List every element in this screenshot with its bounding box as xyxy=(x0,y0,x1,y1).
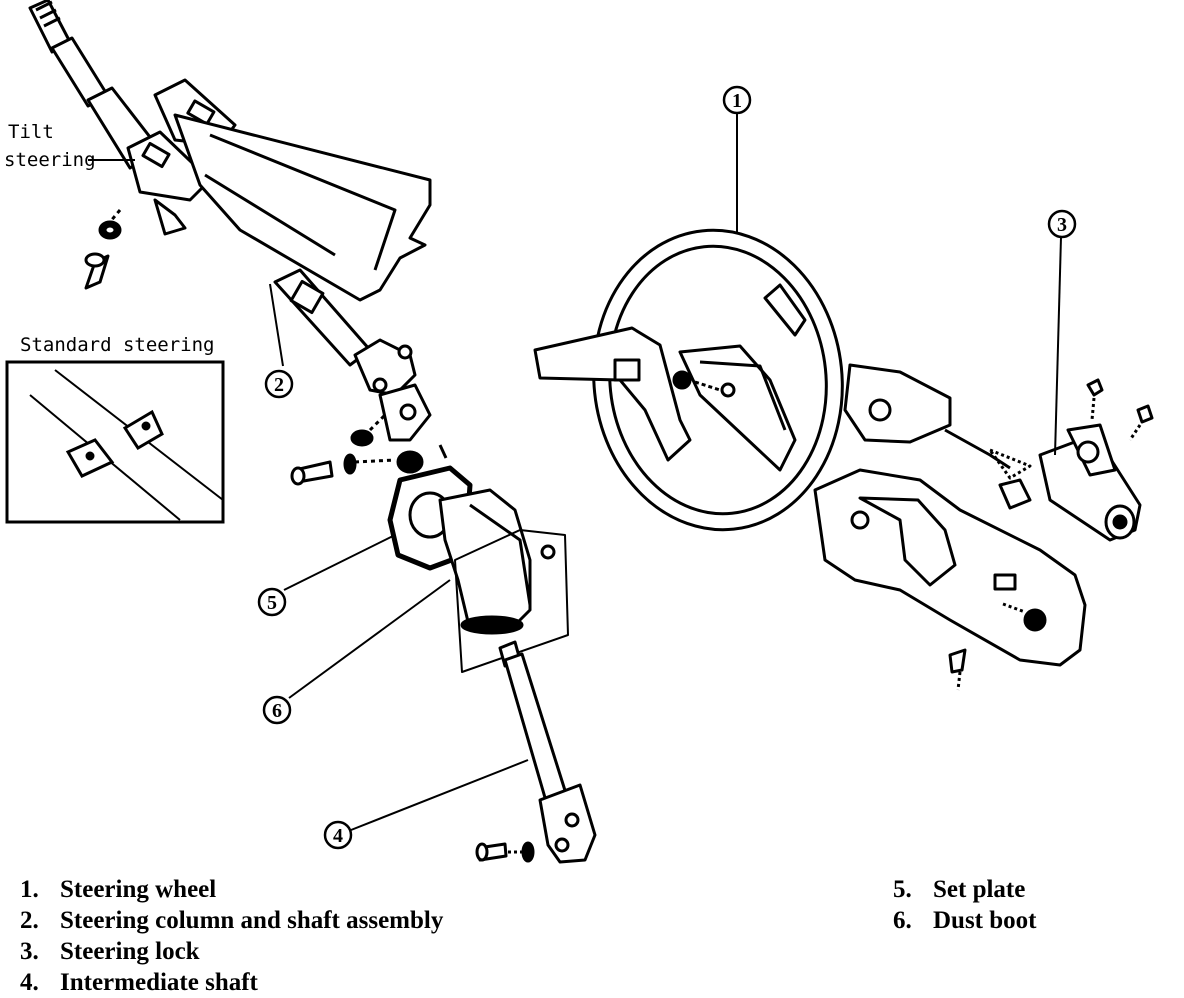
legend-item: 3. Steering lock xyxy=(20,936,443,967)
callout-1-circle xyxy=(722,85,752,115)
steering-column-assembly xyxy=(28,0,448,486)
callout-4: 4 xyxy=(333,825,343,847)
callout-5-circle xyxy=(257,587,287,617)
leader-lines xyxy=(269,113,1062,831)
callout-3-circle xyxy=(1047,209,1077,239)
legend-number: 1. xyxy=(20,876,39,903)
legend-item: 6. Dust boot xyxy=(893,905,1037,936)
set-plate-and-dust-boot xyxy=(387,465,569,673)
intermediate-shaft xyxy=(475,640,597,864)
tilt-label-line1: Tilt xyxy=(8,121,54,143)
legend-text: Intermediate shaft xyxy=(60,969,258,996)
steering-lock-assembly xyxy=(843,363,1154,542)
legend-text: Dust boot xyxy=(933,907,1037,934)
legend-text: Steering lock xyxy=(60,938,200,965)
callout-4-circle xyxy=(323,820,353,850)
legend-right: 5. Set plate 6. Dust boot xyxy=(893,874,1037,936)
standard-steering-inset xyxy=(5,360,225,524)
legend-item: 1. Steering wheel xyxy=(20,874,443,905)
legend-number: 4. xyxy=(20,969,39,996)
column-cover-shroud xyxy=(813,468,1087,691)
legend-text: Steering column and shaft assembly xyxy=(60,907,444,934)
legend-number: 6. xyxy=(893,907,912,934)
legend-number: 2. xyxy=(20,907,39,934)
legend-text: Steering wheel xyxy=(60,876,217,903)
callout-6: 6 xyxy=(272,700,282,722)
legend-item: 4. Intermediate shaft xyxy=(20,967,443,998)
callout-2: 2 xyxy=(274,374,284,396)
legend-number: 5. xyxy=(893,876,912,903)
standard-steering-label: Standard steering xyxy=(20,334,214,356)
callout-5: 5 xyxy=(267,592,277,614)
callout-6-circle xyxy=(262,695,292,725)
tilt-label-line2: steering xyxy=(4,149,96,171)
steering-wheel xyxy=(533,228,844,532)
legend-item: 2. Steering column and shaft assembly xyxy=(20,905,443,936)
legend-text: Set plate xyxy=(933,876,1026,903)
callout-3: 3 xyxy=(1057,214,1067,236)
legend-item: 5. Set plate xyxy=(893,874,1037,905)
legend-number: 3. xyxy=(20,938,39,965)
legend-left: 1. Steering wheel 2. Steering column and s… xyxy=(20,874,443,998)
callout-2-circle xyxy=(264,369,294,399)
callout-1: 1 xyxy=(732,90,742,112)
